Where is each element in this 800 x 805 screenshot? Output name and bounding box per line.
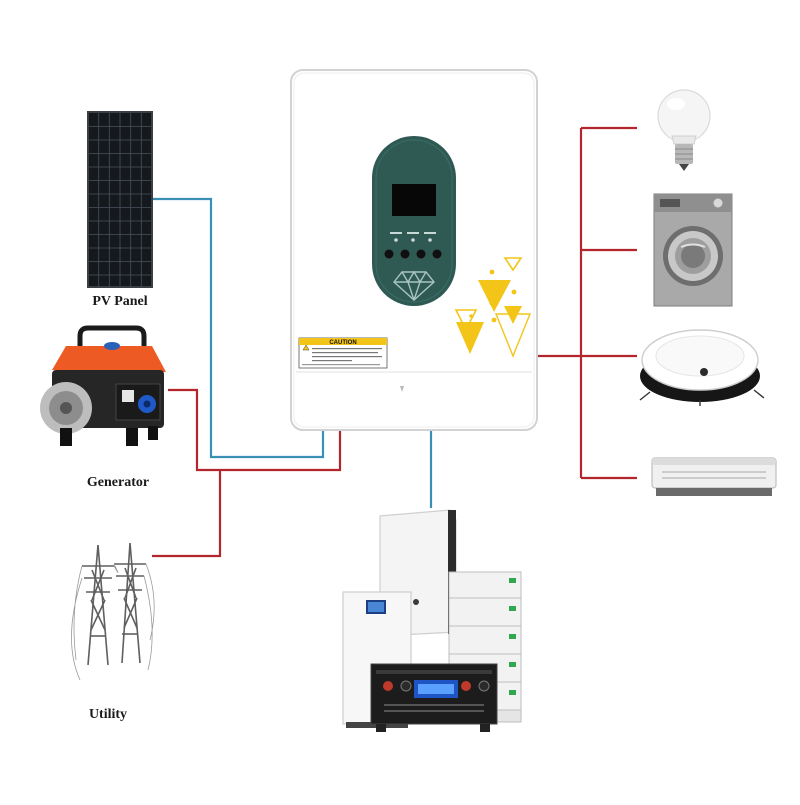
battery-stack-image bbox=[342, 509, 522, 732]
utility-tower-image bbox=[71, 542, 155, 681]
caution-label: CAUTION bbox=[298, 337, 388, 369]
generator-image bbox=[40, 325, 166, 446]
generator-connection-line bbox=[168, 388, 342, 472]
pv-connection-line bbox=[152, 197, 325, 459]
caution-title: CAUTION bbox=[329, 340, 356, 346]
yellow-diamond-decor bbox=[454, 257, 532, 358]
utility-label: Utility bbox=[88, 707, 128, 722]
inverter-image: CAUTION bbox=[290, 69, 538, 431]
air-conditioner-image bbox=[651, 457, 777, 496]
robot-vacuum-image bbox=[639, 329, 765, 406]
generator-label: Generator bbox=[86, 475, 150, 490]
utility-connection-line bbox=[152, 470, 222, 558]
pv-panel-label: PV Panel bbox=[92, 294, 148, 309]
washing-machine-image bbox=[653, 193, 733, 307]
light-bulb-image bbox=[657, 89, 711, 171]
pv-panel-image bbox=[87, 111, 153, 288]
